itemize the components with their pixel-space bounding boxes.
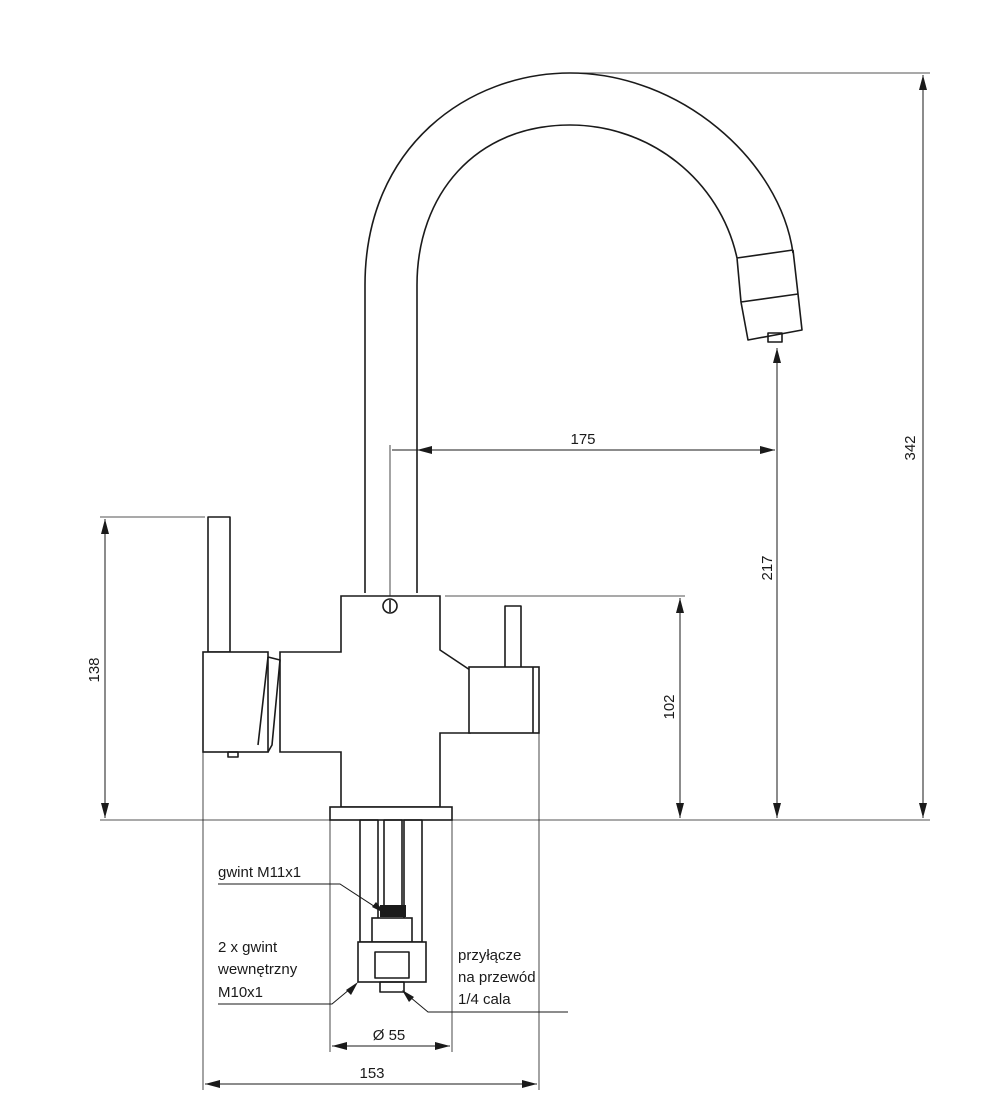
left-lever-rod [207,516,231,653]
left-lever-collar [257,656,281,753]
callout-internal-thread-line1: 2 x gwint [218,939,278,956]
hose-fitting [379,981,405,993]
callout-internal-thread-line2: wewnętrzny [217,961,298,978]
right-lever-housing [468,666,540,734]
connector-nut-lower [374,951,410,979]
dim-lever-height: 138 [86,657,103,682]
dim-total-height: 342 [902,435,919,460]
dim-spout-reach: 175 [570,431,595,448]
left-lever-tab [227,751,239,758]
callout-internal-thread-line3: M10x1 [218,984,263,1001]
dim-total-width: 153 [359,1065,384,1082]
thread-m11-icon [380,905,406,917]
right-lever-rod [504,605,522,669]
base-plate [329,806,453,821]
dim-base-diameter: Ø 55 [373,1027,406,1044]
left-lever-housing [202,651,269,753]
connector-nut-upper [371,917,413,943]
dim-body-height: 102 [661,694,678,719]
set-screw-icon [382,598,398,614]
mounting-pipe-center [383,819,403,913]
callout-hose-line2: na przewód [458,969,536,986]
callout-hose-line1: przyłącze [458,947,521,964]
connector-block [357,941,427,983]
spout-gooseneck [364,72,794,593]
spout-tip [736,249,803,341]
dim-spout-height: 217 [759,555,776,580]
callout-hose-line3: 1/4 cala [458,991,511,1008]
callout-thread-m11: gwint M11x1 [218,864,301,881]
aerator-nozzle [767,332,783,343]
faucet-body [279,595,471,808]
